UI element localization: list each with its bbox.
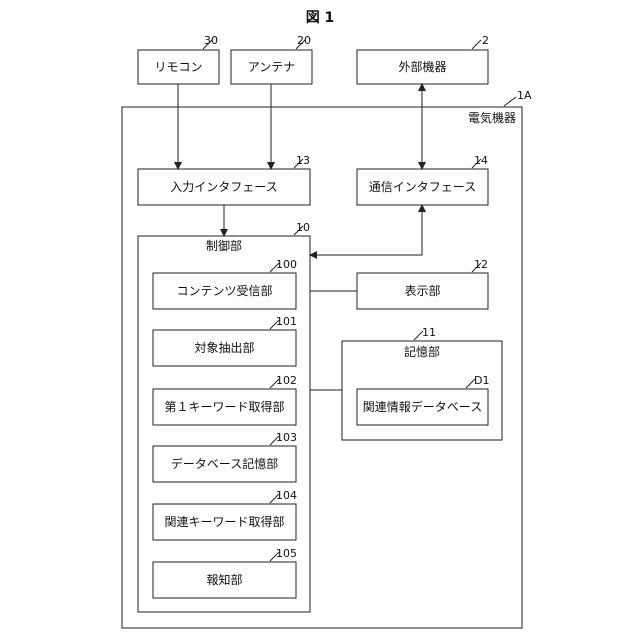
related-keyword-acquisition-ref: 104 bbox=[276, 489, 297, 502]
remocon-label: リモコン bbox=[154, 60, 202, 74]
device-ref-leader bbox=[504, 97, 516, 106]
antenna-label: アンテナ bbox=[248, 60, 296, 74]
input-interface-label: 入力インタフェース bbox=[170, 180, 277, 194]
object-extraction-ref: 101 bbox=[276, 315, 297, 328]
notification-ref: 105 bbox=[276, 547, 297, 560]
comm-interface-ref: 14 bbox=[474, 154, 488, 167]
device-label: 電気機器 bbox=[468, 110, 516, 125]
notification-label: 報知部 bbox=[206, 572, 242, 587]
first-keyword-acquisition-label: 第１キーワード取得部 bbox=[164, 399, 284, 414]
comm-interface-label: 通信インタフェース bbox=[369, 180, 476, 194]
object-extraction-label: 対象抽出部 bbox=[194, 340, 254, 355]
remocon-ref: 30 bbox=[204, 34, 218, 47]
figure-title: 図 1 bbox=[306, 10, 335, 26]
db-storage-ref: 103 bbox=[276, 431, 297, 444]
content-receiver-ref: 100 bbox=[276, 258, 297, 271]
db-storage-label: データベース記憶部 bbox=[171, 456, 278, 471]
related-info-db-label: 関連情報データベース bbox=[363, 399, 482, 414]
external-device-ref: 2 bbox=[482, 34, 489, 47]
storage-unit-ref: 11 bbox=[422, 326, 436, 339]
display-unit-label: 表示部 bbox=[404, 283, 440, 298]
control-unit-ref: 10 bbox=[296, 221, 310, 234]
related-info-db-ref: D1 bbox=[474, 374, 489, 387]
display-unit-ref: 12 bbox=[474, 258, 488, 271]
related-keyword-acquisition-label: 関連キーワード取得部 bbox=[164, 514, 284, 529]
antenna-ref: 20 bbox=[297, 34, 311, 47]
input-interface-ref: 13 bbox=[296, 154, 310, 167]
device-ref: 1A bbox=[517, 89, 532, 102]
external-device-label: 外部機器 bbox=[398, 59, 446, 74]
content-receiver-label: コンテンツ受信部 bbox=[176, 283, 272, 298]
storage-unit-label: 記憶部 bbox=[404, 344, 440, 359]
external-device-ref-leader bbox=[472, 40, 481, 49]
control-unit-label: 制御部 bbox=[206, 238, 242, 253]
first-keyword-acquisition-ref: 102 bbox=[276, 374, 297, 387]
